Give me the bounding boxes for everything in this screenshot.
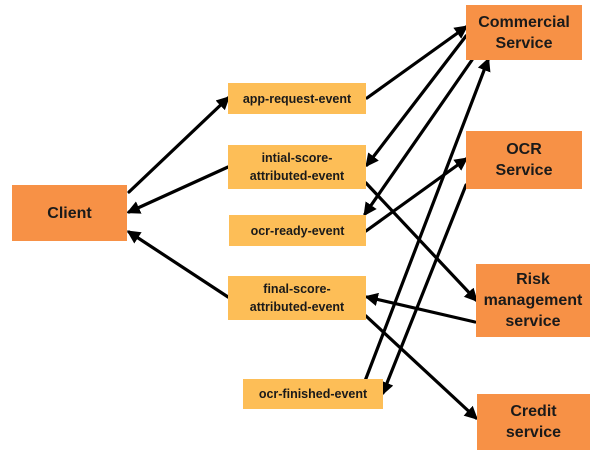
commercial-service-label: Commercial Service [478,13,570,52]
ocr-ready-event-node: ocr-ready-event [229,215,366,246]
client-node: Client [12,185,127,241]
arrow-client-to-app-request [127,96,230,194]
credit-service-label: Credit service [505,403,562,441]
commercial-service-node: Commercial Service [466,5,582,60]
arrow-final-score-to-client [126,230,230,299]
app-request-event-node: app-request-event [228,83,366,114]
ocr-finished-event-node: ocr-finished-event [243,379,383,409]
ocr-service-label: OCR Service [495,141,553,179]
ocr-ready-event-label: ocr-ready-event [250,223,345,238]
intial-score-attributed-event-label: intial-score- attributed-event [249,151,345,183]
risk-management-service-node: Risk management service [476,264,590,337]
final-score-attributed-event-node: final-score- attributed-event [228,276,366,320]
app-request-event-label: app-request-event [242,91,352,106]
risk-management-service-label: Risk management service [483,271,583,330]
arrow-commercial-to-ocr-ready [363,58,474,217]
client-label: Client [47,204,92,222]
arrow-ocr-to-ocr-finished [380,183,468,396]
arrow-intial-score-to-client [126,165,230,214]
arrow-commercial-to-intial-score [365,34,468,168]
arrow-app-request-to-commercial [365,25,469,100]
intial-score-attributed-event-node: intial-score- attributed-event [228,145,366,189]
ocr-service-node: OCR Service [466,131,582,189]
ocr-finished-event-label: ocr-finished-event [258,387,368,401]
arrow-intial-score-to-risk [364,181,478,302]
arrow-ocr-ready-to-ocr [364,157,469,233]
credit-service-node: Credit service [477,394,590,450]
arrow-ocr-finished-to-commercial [363,57,491,383]
arrow-risk-to-final-score [364,292,477,324]
final-score-attributed-event-label: final-score- attributed-event [249,282,345,314]
